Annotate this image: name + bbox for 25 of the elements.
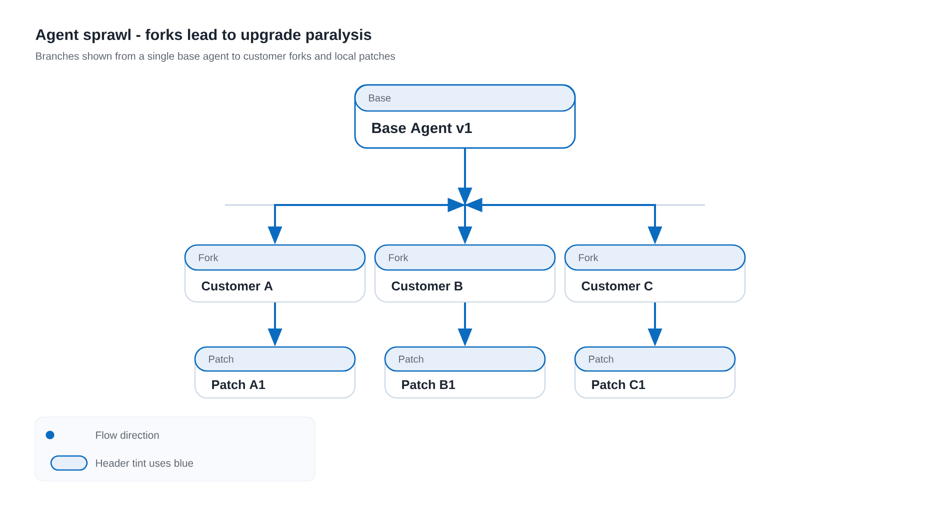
node-card bbox=[194, 346, 356, 399]
subtitle: Branches shown from a single base agent to customer forks and local patches bbox=[36, 52, 395, 62]
header-label: Base bbox=[369, 94, 391, 102]
node-title: Patch B1 bbox=[402, 380, 456, 390]
node-title: Patch A1 bbox=[212, 380, 266, 390]
node-card bbox=[184, 244, 366, 303]
node-card bbox=[384, 346, 546, 399]
node-title: Customer B bbox=[392, 282, 462, 290]
header-label: Patch bbox=[589, 355, 614, 363]
legend-label: Header tint uses blue bbox=[96, 459, 194, 467]
node-card bbox=[374, 244, 556, 303]
header-label: Fork bbox=[579, 254, 598, 262]
title: Agent sprawl - forks lead to upgrade paralysis bbox=[36, 28, 372, 44]
node-card bbox=[354, 84, 576, 149]
header-label: Patch bbox=[399, 355, 424, 363]
header-label: Fork bbox=[199, 254, 218, 262]
node-card bbox=[564, 244, 746, 303]
node-card bbox=[574, 346, 736, 399]
node-title: Customer A bbox=[202, 282, 273, 290]
legend-label: Flow direction bbox=[96, 431, 159, 439]
node-title: Patch C1 bbox=[592, 380, 646, 390]
node-title: Customer C bbox=[582, 282, 653, 290]
header-label: Patch bbox=[209, 355, 234, 363]
header-label: Fork bbox=[389, 254, 408, 262]
node-title: Base Agent v1 bbox=[372, 122, 472, 136]
